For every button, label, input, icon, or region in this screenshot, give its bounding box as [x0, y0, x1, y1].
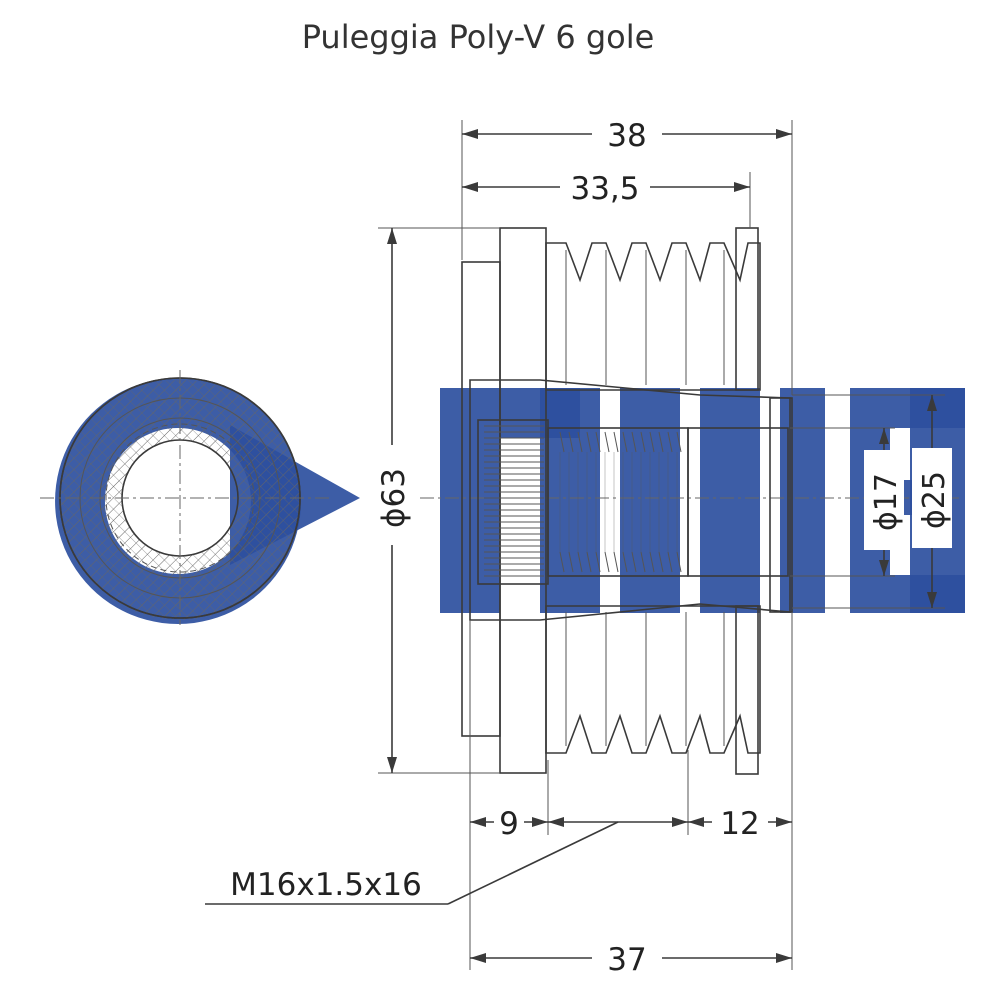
dim-hub-diameter: ϕ25 — [917, 471, 952, 529]
dim-bottom-length: 37 — [607, 942, 646, 978]
dim-bore-diameter: ϕ17 — [869, 473, 904, 531]
thread-spec-label: M16x1.5x16 — [230, 867, 422, 903]
dim-front-offset: 9 — [499, 806, 519, 842]
dimension-lines: 38 33,5 ϕ63 ϕ17 ϕ25 — [205, 114, 952, 978]
diagram-title: Puleggia Poly-V 6 gole — [302, 18, 655, 56]
side-section-view — [420, 227, 960, 775]
end-view — [40, 370, 330, 625]
diameter-symbol: ϕ — [376, 508, 412, 528]
dim-rear-offset: 12 — [720, 806, 759, 842]
dim-overall-length: 38 — [607, 118, 646, 154]
dim-body-length: 33,5 — [570, 171, 639, 207]
dim-outer-diameter: ϕ63 — [376, 468, 412, 528]
